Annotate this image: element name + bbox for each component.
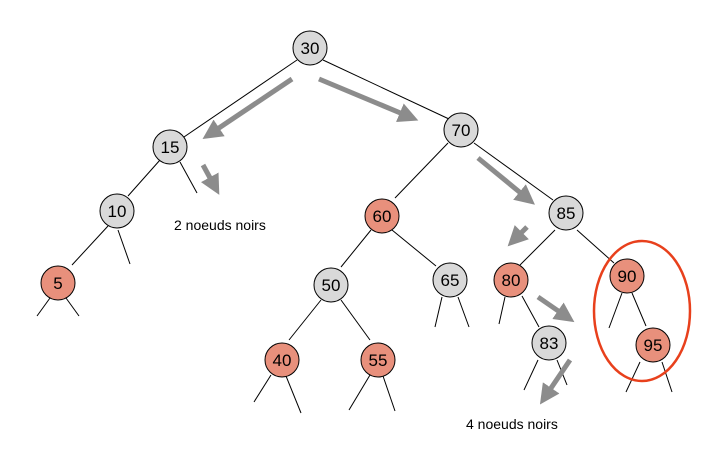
node-circle	[292, 30, 328, 66]
node-label: 55	[369, 351, 388, 370]
highlight-ellipse	[592, 239, 692, 383]
node-label: 83	[540, 334, 559, 353]
edge-55-nil-l	[348, 374, 371, 411]
node-label: 80	[502, 271, 521, 290]
tree-node-70: 70	[443, 112, 479, 148]
node-circle	[493, 262, 529, 298]
arrow-83-down	[539, 358, 573, 405]
edge-80-83	[521, 295, 540, 328]
edge-90-nil	[608, 292, 623, 329]
tree-edges	[36, 59, 673, 414]
arrow-30-to-15	[202, 76, 294, 140]
tree-node-90: 90	[609, 258, 645, 294]
node-label: 60	[373, 207, 392, 226]
edge-65-nil-r	[457, 296, 470, 328]
node-circle	[432, 262, 468, 298]
tree-node-80: 80	[493, 262, 529, 298]
node-circle	[609, 258, 645, 294]
edge-15-nil	[179, 161, 198, 194]
edge-70-60	[394, 142, 449, 199]
node-label: 5	[53, 274, 62, 293]
edge-5-nil-l	[36, 297, 51, 317]
edge-85-90	[576, 229, 615, 264]
tree-node-15: 15	[152, 129, 188, 165]
node-label: 65	[441, 271, 460, 290]
node-circle	[99, 193, 135, 229]
tree-node-10: 10	[99, 193, 135, 229]
node-label: 50	[322, 276, 341, 295]
edge-10-nil	[117, 229, 131, 265]
tree-node-50: 50	[313, 267, 349, 303]
node-circle	[364, 198, 400, 234]
node-circle	[313, 267, 349, 303]
edge-55-nil-r	[382, 375, 396, 412]
edge-15-10	[127, 159, 161, 197]
node-circle	[264, 342, 300, 378]
arrow-30-to-70	[318, 76, 419, 122]
tree-nodes: 30 15 70 10 5 60 85 50 65 40 55 80 90 83 95	[40, 30, 671, 378]
edge-50-55	[340, 299, 371, 341]
node-circle	[635, 327, 671, 363]
node-label: 15	[161, 138, 180, 157]
tree-node-85: 85	[548, 195, 584, 231]
tree-node-40: 40	[264, 342, 300, 378]
node-circle	[360, 342, 396, 378]
edge-80-nil	[498, 296, 506, 325]
edge-83-nil-l	[523, 359, 539, 391]
node-circle	[548, 195, 584, 231]
tree-node-30: 30	[292, 30, 328, 66]
edge-60-50	[340, 229, 372, 268]
tree-node-60: 60	[364, 198, 400, 234]
edge-30-70	[322, 59, 450, 120]
tree-node-65: 65	[432, 262, 468, 298]
node-circle	[531, 325, 567, 361]
tree-node-95: 95	[635, 327, 671, 363]
tree-node-55: 55	[360, 342, 396, 378]
node-label: 95	[644, 336, 663, 355]
node-label: 40	[273, 351, 292, 370]
edge-40-nil-l	[253, 374, 272, 403]
node-circle	[152, 129, 188, 165]
edge-5-nil-r	[65, 297, 80, 317]
path-arrows	[200, 76, 575, 405]
node-label: 70	[452, 121, 471, 140]
node-label: 10	[108, 202, 127, 221]
edge-50-40	[288, 299, 322, 341]
edge-70-85	[473, 142, 554, 201]
edge-85-80	[519, 229, 556, 266]
arrow-70-to-85	[476, 156, 535, 205]
node-label: 90	[618, 267, 637, 286]
edge-65-nil-l	[434, 296, 443, 328]
node-circle	[443, 112, 479, 148]
edge-95-nil-r	[661, 361, 673, 393]
node-circle	[40, 265, 76, 301]
node-label: 30	[301, 39, 320, 58]
edge-90-95	[631, 292, 647, 327]
edge-95-nil-l	[625, 361, 641, 393]
arrow-15-down	[200, 163, 220, 195]
tree-node-5: 5	[40, 265, 76, 301]
arrow-85-to-80	[507, 225, 529, 247]
edge-10-5	[71, 225, 109, 266]
edge-40-nil-r	[285, 375, 302, 414]
arrow-80-to-83	[536, 294, 575, 323]
annotation-right-path: 4 noeuds noirs	[466, 416, 558, 432]
tree-node-83: 83	[531, 325, 567, 361]
edge-60-65	[391, 229, 437, 267]
edge-30-15	[180, 59, 298, 140]
node-label: 85	[557, 204, 576, 223]
annotation-left-path: 2 noeuds noirs	[174, 217, 266, 233]
